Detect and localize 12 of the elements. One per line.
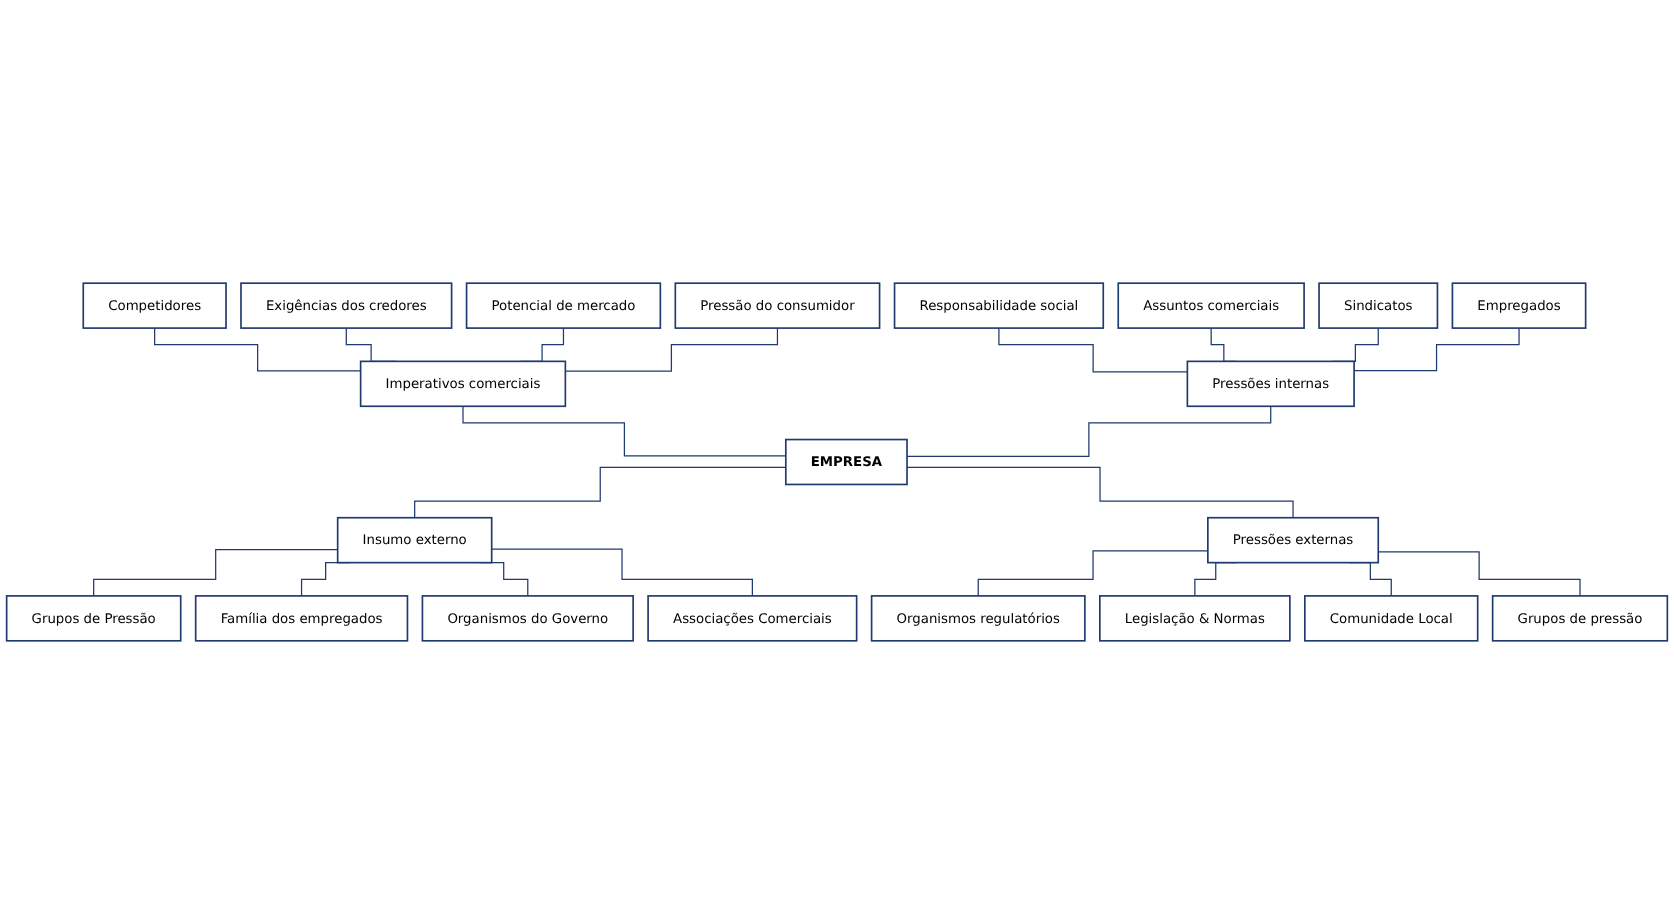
connector: [998, 327, 1188, 373]
connector: [462, 405, 787, 457]
connector: [491, 548, 753, 597]
connector: [1353, 327, 1520, 372]
connector: [977, 550, 1209, 597]
connector: [564, 327, 779, 372]
connector: [1377, 551, 1581, 597]
connector: [154, 327, 362, 372]
connector: [906, 405, 1272, 458]
connector: [414, 466, 787, 519]
connector: [93, 548, 339, 597]
connector: [906, 466, 1294, 519]
